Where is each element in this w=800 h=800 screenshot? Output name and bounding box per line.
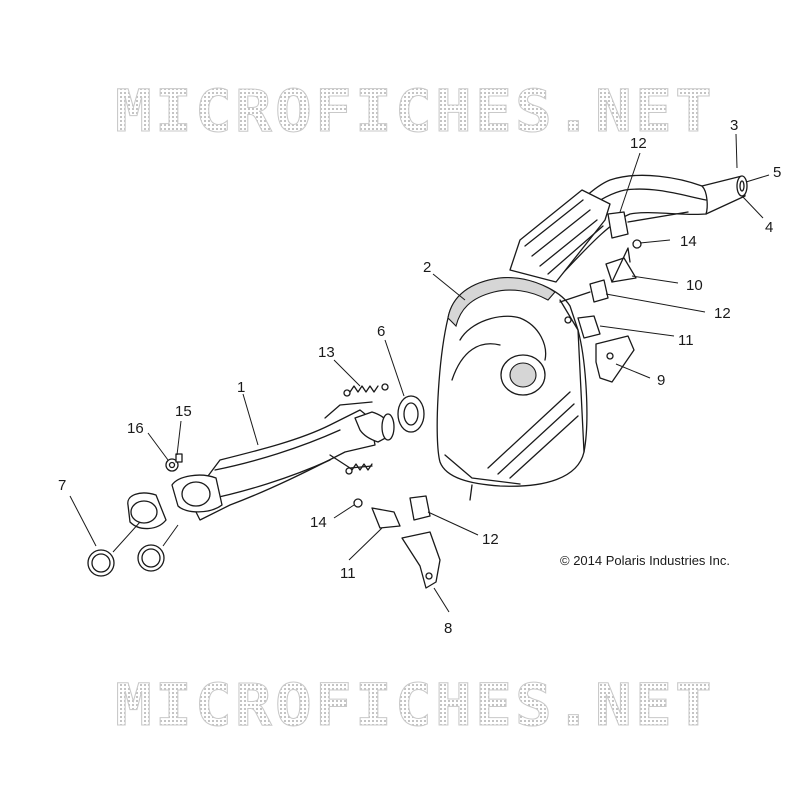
muffler-gasket [397,395,425,433]
washer-lower [353,498,363,508]
callout-1: 1 [237,379,245,396]
callout-8: 8 [444,620,452,637]
rubber-mount-upper [607,211,689,239]
bracket-upper [605,247,637,283]
callout-16: 16 [127,420,144,437]
callout-12-lower: 12 [482,531,499,548]
washer-upper [632,239,642,249]
nut [165,458,179,472]
callout-11-upper: 11 [678,332,694,349]
spring-upper [343,383,389,397]
callout-13: 13 [318,344,335,361]
head-pipe [189,401,395,521]
callout-7: 7 [58,477,66,494]
watermark-top: MICROFICHES.NET [115,77,715,145]
exhaust-gasket-left [87,549,115,577]
callout-3: 3 [730,117,738,134]
callout-14-upper: 14 [680,233,697,250]
head-pipe-flange-right [171,474,223,513]
copyright-notice: © 2014 Polaris Industries Inc. [560,553,730,568]
leader-lines [69,133,770,613]
callout-10: 10 [686,277,703,294]
spring-lower [345,463,373,475]
callout-15: 15 [175,403,192,420]
callout-2: 2 [423,259,431,276]
bracket-lower-small [371,507,401,529]
stud [175,453,183,463]
callout-5: 5 [773,164,781,181]
callout-9: 9 [657,372,665,389]
bracket-middle [595,335,635,383]
bracket-middle-small [564,315,601,339]
exhaust-gasket-right [137,544,165,572]
callout-14-lower: 14 [310,514,327,531]
bracket-lower [401,531,441,589]
callout-6: 6 [377,323,385,340]
callouts: 1 2 3 4 5 6 7 8 9 10 11 11 12 12 12 13 1… [58,117,781,637]
pipe-heat-shield [509,189,611,283]
callout-4: 4 [765,219,773,236]
callout-12-top: 12 [630,135,647,152]
callout-12-middle: 12 [714,305,731,322]
rubber-mount-lower [409,495,431,521]
rubber-mount-middle [559,279,609,303]
callout-11-lower: 11 [340,565,356,582]
watermark-bottom: MICROFICHES.NET [115,671,715,739]
muffler [436,277,588,501]
head-pipe-flange-left [127,492,167,530]
